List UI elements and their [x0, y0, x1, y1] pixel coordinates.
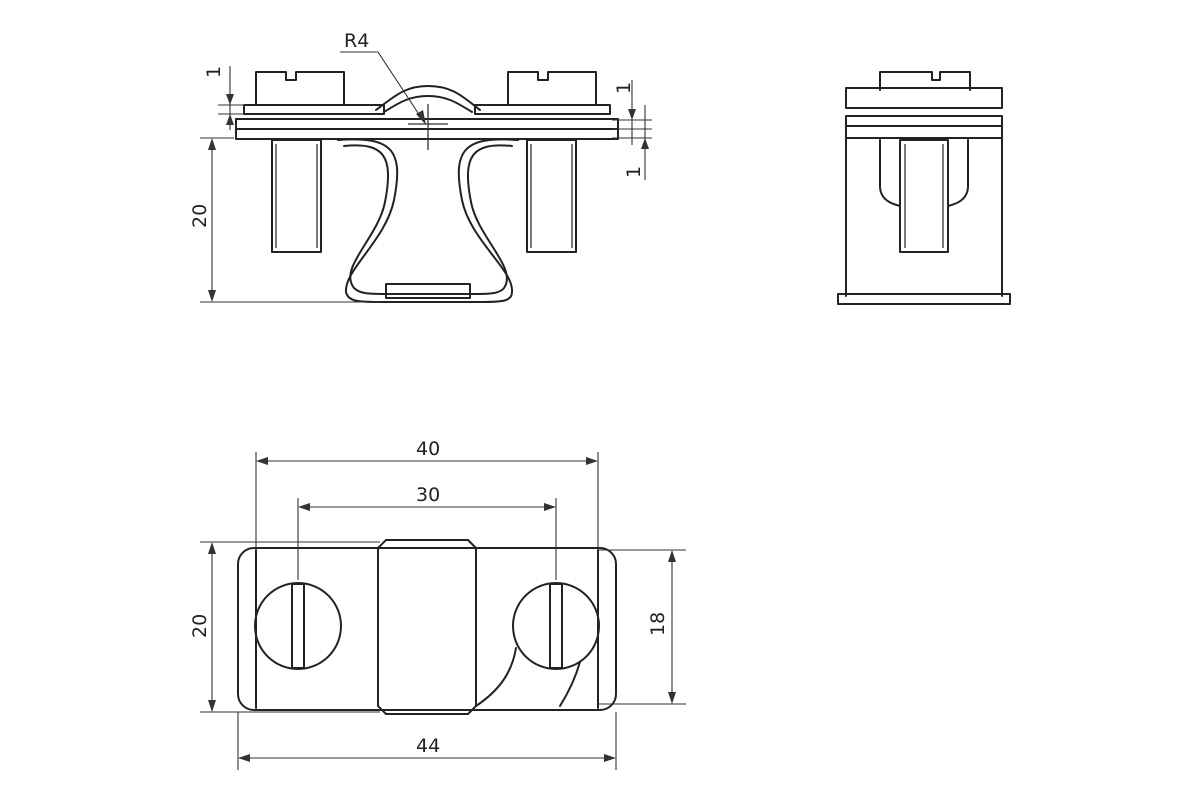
top-center-strap — [377, 539, 477, 715]
top-view — [237, 539, 617, 715]
top-screw-left-slot — [291, 583, 305, 669]
front-screw-head-right — [507, 71, 597, 106]
dim-1-left-arrow-b — [226, 114, 234, 125]
dim-40-arrow-right — [586, 457, 598, 465]
top-screw-right-slot — [549, 583, 563, 669]
front-screw-head-left — [255, 71, 345, 106]
front-base-plate-lower — [235, 128, 619, 140]
side-clip-outline — [879, 139, 969, 207]
dim-20-arrow-bottom — [208, 290, 216, 302]
dim-radius-label: R4 — [344, 30, 369, 52]
front-arc-bridge-inner — [383, 95, 473, 113]
top-outer-plate — [237, 547, 617, 711]
dim-front-gap-label: 1 — [203, 66, 225, 78]
side-stud — [899, 139, 949, 253]
dim-front-height-label: 20 — [189, 204, 211, 228]
dim-30-arrow-left — [298, 503, 310, 511]
dim-side-gap-bottom-label: 1 — [623, 166, 645, 178]
dim-top20-arrow-top — [208, 542, 216, 554]
dim-r4-leader — [377, 51, 425, 123]
dim-top-height-label: 20 — [189, 614, 211, 638]
dim-40-arrow-left — [256, 457, 268, 465]
front-top-strip-right — [474, 104, 611, 115]
dim-hole-spacing-label: 30 — [416, 484, 440, 506]
side-plate-lower — [845, 125, 1003, 139]
side-view — [837, 71, 1011, 305]
top-clip-curve-b — [559, 661, 581, 707]
front-stud-right — [526, 139, 577, 253]
dim-30-arrow-right — [544, 503, 556, 511]
front-spring-clip-outer — [337, 138, 519, 303]
dim-1-right-arrow-a — [628, 109, 636, 120]
top-screw-right — [512, 582, 600, 670]
dim-total-width-label: 44 — [416, 735, 440, 757]
dim-18-arrow-bottom — [668, 692, 676, 704]
front-spring-clip-inner — [343, 144, 513, 295]
dim-44-arrow-left — [238, 754, 250, 762]
front-dimensions: 20 1 1 1 R4 — [189, 30, 652, 303]
front-arc-bridge — [375, 85, 481, 111]
front-stud-left — [271, 139, 322, 253]
dim-top20-arrow-bottom — [208, 700, 216, 712]
dim-20-arrow-top — [208, 138, 216, 150]
dim-inner-height-label: 18 — [647, 612, 669, 636]
side-head-band — [845, 87, 1003, 109]
front-saddle — [385, 283, 471, 299]
top-screw-left — [254, 582, 342, 670]
dim-18-arrow-top — [668, 550, 676, 562]
top-dimensions: 40 30 20 18 44 — [189, 438, 686, 770]
dim-1-left-arrow-a — [226, 94, 234, 105]
dim-44-arrow-right — [604, 754, 616, 762]
side-screw-head — [879, 71, 971, 91]
front-view — [235, 71, 619, 303]
side-base-foot — [837, 293, 1011, 305]
dim-r4-arrow — [416, 110, 426, 125]
top-clip-curve-a — [475, 647, 517, 707]
dim-outer-width-label: 40 — [416, 438, 440, 460]
dim-1-right-arrow-b — [641, 138, 649, 149]
front-top-strip-left — [243, 104, 385, 115]
side-plate-upper — [845, 115, 1003, 127]
dim-side-gap-top-label: 1 — [613, 82, 635, 94]
